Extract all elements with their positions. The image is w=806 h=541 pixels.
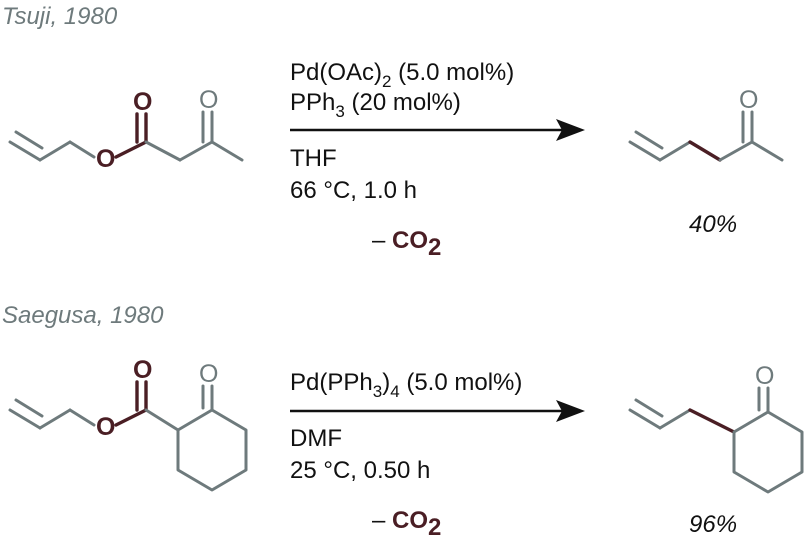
oxygen-atom: O xyxy=(739,86,758,114)
reagent-ligand: PPh3 (20 mol%) xyxy=(290,89,461,121)
bond xyxy=(68,408,96,427)
bond xyxy=(688,408,736,434)
bond xyxy=(38,408,72,430)
bond xyxy=(628,408,662,430)
oxygen-atom: O xyxy=(133,356,152,384)
bond xyxy=(8,140,42,162)
oxygen-atom: O xyxy=(133,88,152,116)
bond xyxy=(68,140,96,159)
bond xyxy=(114,408,148,427)
conditions: 66 °C, 1.0 h xyxy=(290,177,417,204)
bond xyxy=(8,408,42,430)
oxygen-atom: O xyxy=(755,362,774,390)
bond xyxy=(144,140,182,162)
product-allylcyclohexanone: O xyxy=(628,362,804,494)
bond xyxy=(14,130,44,150)
bond xyxy=(634,130,664,150)
bond xyxy=(144,408,180,432)
bond xyxy=(718,140,754,162)
cyclohexane-ring xyxy=(176,408,248,492)
oxygen-atom: O xyxy=(96,145,115,173)
citation-tsuji: Tsuji, 1980 xyxy=(2,3,118,30)
reaction-arrow xyxy=(290,400,585,422)
bond xyxy=(634,398,664,418)
oxygen-atom: O xyxy=(96,413,115,441)
bond xyxy=(38,140,72,162)
bond xyxy=(178,140,214,162)
bond xyxy=(658,408,692,430)
substrate-allyl-acetoacetate: O O O xyxy=(8,86,244,173)
bond xyxy=(750,140,784,162)
bond xyxy=(14,398,44,418)
oxygen-atom: O xyxy=(199,86,218,114)
bond xyxy=(114,140,148,159)
bond xyxy=(210,140,244,162)
reagent-catalyst: Pd(PPh3)4 (5.0 mol%) xyxy=(290,369,522,401)
citation-saegusa: Saegusa, 1980 xyxy=(2,302,164,329)
substrate-allyl-oxocyclohexanecarboxylate: O O O xyxy=(8,356,248,492)
bond xyxy=(628,140,662,162)
conditions: 25 °C, 0.50 h xyxy=(290,457,430,484)
reaction-arrow xyxy=(290,119,585,141)
byproduct-co2: – CO2 xyxy=(372,227,441,261)
byproduct-co2: – CO2 xyxy=(372,507,441,541)
bond xyxy=(688,140,722,162)
reagent-catalyst: Pd(OAc)2 (5.0 mol%) xyxy=(290,59,514,91)
bond xyxy=(658,140,692,162)
cyclohexane-ring xyxy=(732,410,804,494)
yield-saegusa: 96% xyxy=(689,511,737,538)
solvent: THF xyxy=(290,145,337,172)
solvent: DMF xyxy=(290,425,342,452)
yield-tsuji: 40% xyxy=(689,211,737,238)
product-hexenone: O xyxy=(628,86,784,162)
oxygen-atom: O xyxy=(199,360,218,388)
